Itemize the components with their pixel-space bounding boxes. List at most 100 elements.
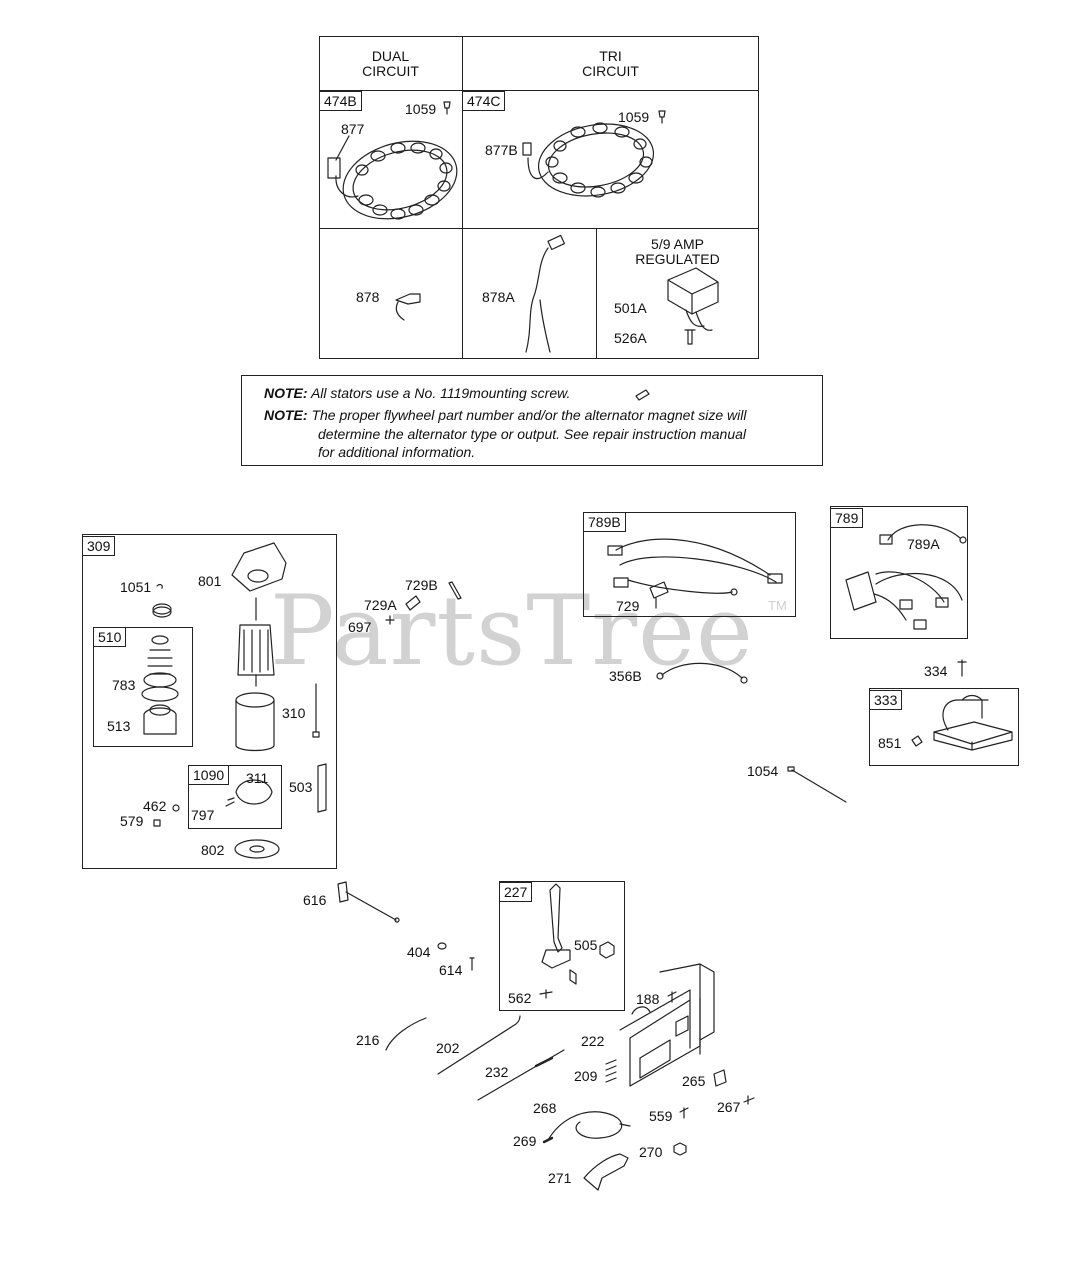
- part-216[interactable]: 216: [356, 1032, 380, 1048]
- regulator-title-line1: 5/9 AMP: [651, 236, 704, 252]
- lever-227-drawing: [539, 883, 615, 999]
- screw-267-drawing: [743, 1095, 755, 1105]
- harness-789b-drawing: [607, 538, 783, 609]
- part-802[interactable]: 802: [201, 842, 225, 858]
- part-878a[interactable]: 878A: [482, 289, 515, 305]
- part-202[interactable]: 202: [436, 1040, 460, 1056]
- part-513[interactable]: 513: [107, 718, 131, 734]
- tag-474b: 474B: [319, 91, 362, 111]
- part-614[interactable]: 614: [439, 962, 463, 978]
- watermark-tm: TM: [768, 598, 787, 613]
- note-1: NOTE: All stators use a No. 1119mounting…: [264, 384, 570, 402]
- note-1-text: All stators use a No. 1119mounting screw…: [310, 385, 571, 401]
- part-797[interactable]: 797: [191, 807, 215, 823]
- part-265[interactable]: 265: [682, 1073, 706, 1089]
- part-269[interactable]: 269: [513, 1133, 537, 1149]
- part-729b[interactable]: 729B: [405, 577, 438, 593]
- part-783[interactable]: 783: [112, 677, 136, 693]
- nut-270-drawing: [673, 1142, 687, 1156]
- link-216-drawing: [385, 1017, 427, 1051]
- shaft-616-drawing: [337, 881, 397, 921]
- starter-group-box: [82, 534, 337, 869]
- stator-dual-drawing: [327, 135, 458, 220]
- harness-878a-drawing: [525, 247, 551, 353]
- subgroup-510-box: [93, 627, 193, 747]
- pin-614-drawing: [469, 957, 475, 971]
- tag-309: 309: [82, 536, 116, 556]
- regulator-501a-drawing: [667, 267, 719, 315]
- part-501a[interactable]: 501A: [614, 300, 647, 316]
- part-878[interactable]: 878: [356, 289, 380, 305]
- part-404[interactable]: 404: [407, 944, 431, 960]
- part-1054[interactable]: 1054: [747, 763, 779, 779]
- part-789a[interactable]: 789A: [907, 536, 940, 552]
- stator-screw-icon: [635, 389, 650, 401]
- screw-334-drawing: [957, 659, 967, 677]
- screw-1059-tri-drawing: [658, 110, 666, 124]
- note-2-text-line1: The proper flywheel part number and/or t…: [311, 407, 747, 423]
- tag-474c: 474C: [462, 91, 506, 111]
- part-270[interactable]: 270: [639, 1144, 663, 1160]
- coil-333-box: [869, 688, 1019, 766]
- part-310[interactable]: 310: [282, 705, 306, 721]
- tri-header-line2: CIRCUIT: [582, 63, 639, 79]
- screw-526a-drawing: [684, 329, 696, 345]
- regulator-title-line2: REGULATED: [635, 251, 720, 267]
- note-2-label: NOTE:: [264, 407, 308, 423]
- part-877[interactable]: 877: [341, 121, 365, 137]
- drive-cap-801-drawing: [231, 542, 287, 592]
- part-209[interactable]: 209: [574, 1068, 598, 1084]
- screw-697-drawing: [385, 615, 395, 625]
- tag-789: 789: [830, 508, 864, 528]
- clip-729b-drawing: [448, 581, 462, 600]
- part-462[interactable]: 462: [143, 798, 167, 814]
- end-plate-802-drawing: [234, 839, 280, 859]
- part-801[interactable]: 801: [198, 573, 222, 589]
- part-526a[interactable]: 526A: [614, 330, 647, 346]
- part-188[interactable]: 188: [636, 991, 660, 1007]
- part-1059-dual[interactable]: 1059: [405, 101, 437, 117]
- part-1059-tri[interactable]: 1059: [618, 109, 650, 125]
- part-729[interactable]: 729: [616, 598, 640, 614]
- part-271[interactable]: 271: [548, 1170, 572, 1186]
- tag-789b: 789B: [583, 512, 626, 532]
- note-2: NOTE: The proper flywheel part number an…: [264, 406, 746, 424]
- part-222[interactable]: 222: [581, 1033, 605, 1049]
- lever-227-box: [499, 881, 625, 1011]
- note-2-text-line3: for additional information.: [318, 444, 476, 460]
- part-729a[interactable]: 729A: [364, 597, 397, 613]
- tag-1090: 1090: [188, 765, 230, 785]
- part-851[interactable]: 851: [878, 735, 902, 751]
- strap-1054-drawing: [791, 769, 847, 803]
- part-356b[interactable]: 356B: [609, 668, 642, 684]
- part-697[interactable]: 697: [348, 619, 372, 635]
- tag-333: 333: [869, 690, 903, 710]
- part-616[interactable]: 616: [303, 892, 327, 908]
- harness-789b-box: [583, 512, 796, 617]
- part-334[interactable]: 334: [924, 663, 948, 679]
- part-267[interactable]: 267: [717, 1099, 741, 1115]
- tag-510: 510: [93, 627, 127, 647]
- link-202-drawing: [437, 1015, 521, 1075]
- part-579[interactable]: 579: [120, 813, 144, 829]
- lever-271-drawing: [583, 1153, 629, 1191]
- part-505[interactable]: 505: [574, 937, 598, 953]
- part-268[interactable]: 268: [533, 1100, 557, 1116]
- part-562[interactable]: 562: [508, 990, 532, 1006]
- clip-1051-drawing: [156, 583, 163, 589]
- tri-header-line1: TRI: [599, 48, 622, 64]
- subgroup-1090-box: [188, 765, 282, 829]
- part-1051[interactable]: 1051: [120, 579, 152, 595]
- part-877b[interactable]: 877B: [485, 142, 518, 158]
- harness-789-box: [830, 506, 968, 639]
- coil-333-drawing: [911, 694, 1013, 751]
- part-503[interactable]: 503: [289, 779, 313, 795]
- ground-356b-drawing: [661, 662, 743, 679]
- dual-header-line1: DUAL: [371, 48, 410, 64]
- part-559[interactable]: 559: [649, 1108, 673, 1124]
- part-232[interactable]: 232: [485, 1064, 509, 1080]
- table-border: [319, 36, 759, 359]
- spring-209-drawing: [605, 1059, 617, 1083]
- harness-789-drawing: [845, 524, 967, 630]
